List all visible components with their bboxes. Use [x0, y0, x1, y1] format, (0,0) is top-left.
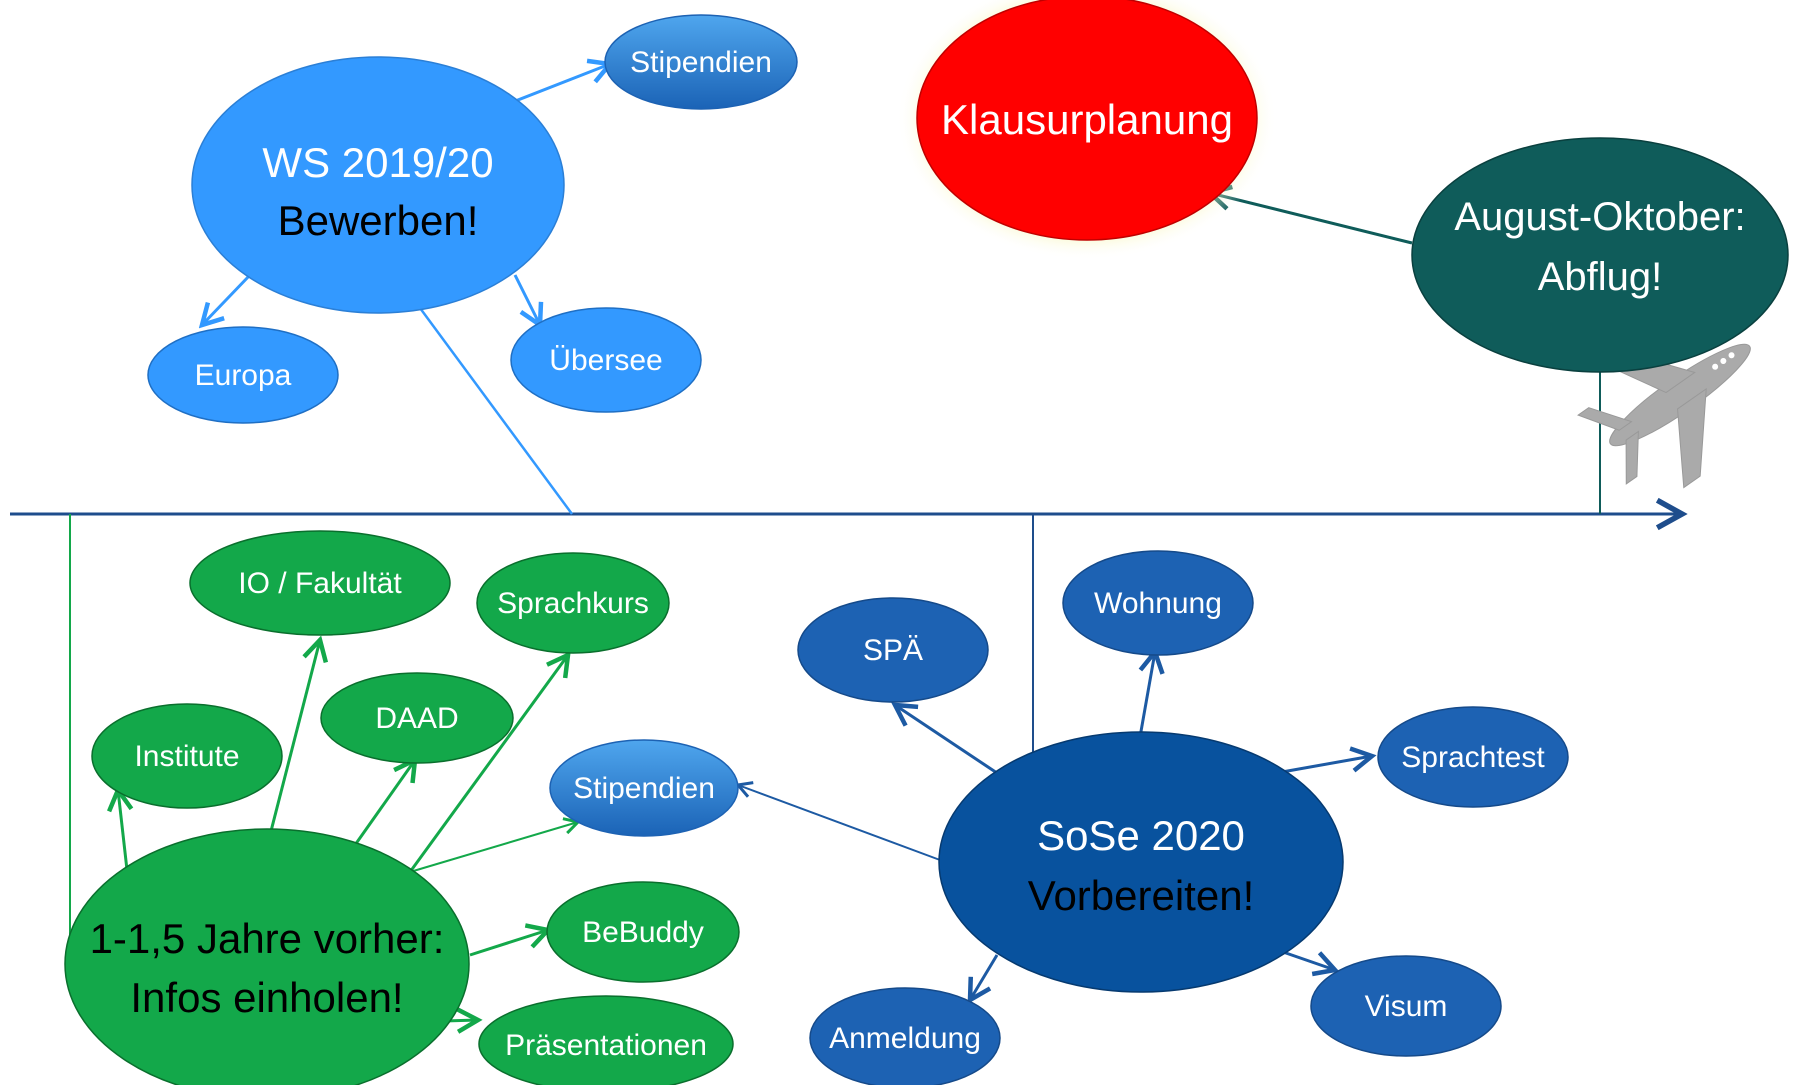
infos-label-line2: Infos einholen! — [130, 974, 403, 1021]
bebuddy-node — [546, 881, 740, 983]
io-label: IO / Fakultät — [238, 567, 402, 600]
visum-label: Visum — [1365, 990, 1448, 1023]
info-stipendien-label: Stipendien — [573, 772, 715, 805]
ws-stipendien-node — [604, 14, 798, 110]
sprachtest-label: Sprachtest — [1401, 741, 1545, 774]
arrow-ws-europa — [202, 273, 252, 325]
spae-label: SPÄ — [863, 634, 923, 667]
wohnung-label: Wohnung — [1094, 587, 1222, 620]
institute-label: Institute — [134, 740, 239, 773]
infos-node — [64, 828, 470, 1085]
anmeldung-node — [809, 987, 1001, 1085]
spae-node — [797, 597, 989, 703]
sose-label-line1: SoSe 2020 — [1037, 812, 1245, 859]
arrow-ws-stipendien — [504, 64, 610, 107]
arrow-infos-daad — [353, 760, 415, 846]
august-label-line1: August-Oktober: — [1454, 195, 1745, 239]
wohnung-node — [1062, 550, 1254, 656]
arrow-sose-wohnung — [1138, 652, 1155, 738]
io-node — [189, 530, 451, 636]
airplane-icon — [1577, 343, 1751, 489]
arrow-ws-uebersee — [513, 274, 540, 325]
arrow-infos-sprachkurs — [408, 655, 568, 873]
arrow-sose-stipendien — [738, 785, 941, 861]
info-stipendien-node — [549, 739, 739, 837]
uebersee-node — [510, 307, 702, 413]
sprachtest-node — [1377, 706, 1569, 808]
europa-label: Europa — [195, 359, 292, 392]
sose-node — [938, 731, 1344, 993]
praesentationen-node — [478, 995, 734, 1085]
arrow-sose-visum — [1282, 950, 1335, 970]
anmeldung-label: Anmeldung — [829, 1022, 981, 1055]
europa-node — [147, 326, 339, 424]
visum-node — [1310, 955, 1502, 1057]
uebersee-label: Übersee — [549, 344, 662, 377]
arrow-infos-bebuddy — [469, 930, 548, 957]
institute-node — [91, 703, 283, 809]
arrow-sose-sprachtest — [1281, 756, 1372, 774]
daad-label: DAAD — [375, 702, 458, 735]
august-node — [1411, 137, 1789, 373]
ws-node — [191, 56, 565, 314]
ws-stipendien-label: Stipendien — [630, 46, 772, 79]
daad-node — [320, 672, 514, 764]
sose-label-line2: Vorbereiten! — [1028, 872, 1255, 919]
arrow-infos-io — [268, 640, 320, 836]
klausur-label: Klausurplanung — [941, 96, 1233, 143]
ws-label-line1: WS 2019/20 — [262, 139, 493, 186]
ws-label-line2: Bewerben! — [278, 197, 479, 244]
arrow-infos-stipendien — [409, 822, 578, 873]
klausur-node — [916, 0, 1258, 241]
connector-ws — [418, 307, 574, 515]
bebuddy-label: BeBuddy — [582, 916, 704, 949]
arrow-sose-spae — [895, 705, 1001, 777]
praesentationen-label: Präsentationen — [505, 1029, 707, 1062]
arrow-august-klausur — [1210, 193, 1413, 245]
august-label-line2: Abflug! — [1538, 255, 1663, 299]
arrow-infos-institute — [118, 790, 127, 871]
infos-label-line1: 1-1,5 Jahre vorher: — [90, 915, 445, 962]
sprachkurs-node — [476, 552, 670, 654]
arrow-sose-anmeldung — [970, 954, 999, 1000]
sprachkurs-label: Sprachkurs — [497, 587, 649, 620]
